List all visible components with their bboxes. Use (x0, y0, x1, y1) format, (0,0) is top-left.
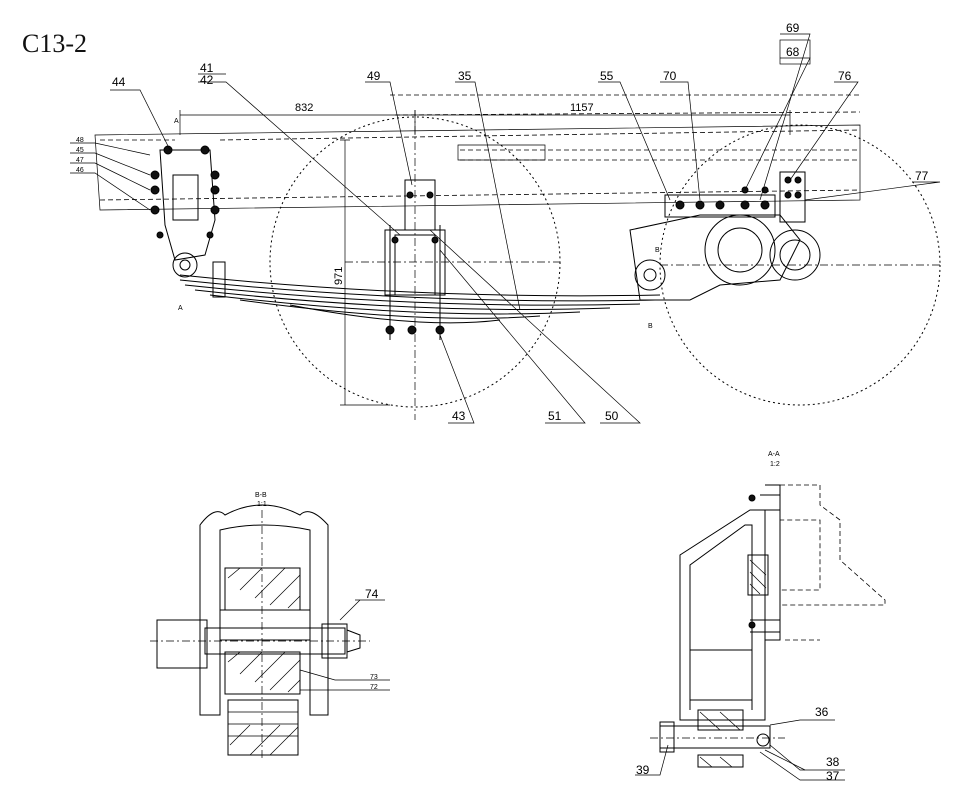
bracket-body (679, 509, 766, 721)
section-mark-a-bottom: A (178, 305, 183, 312)
bushing-upper (224, 567, 301, 611)
front-spring-bracket (150, 145, 220, 278)
drawing-title: C13-2 (22, 29, 87, 58)
callout-69: 69 (786, 21, 800, 35)
callout-51: 51 (548, 409, 562, 423)
callout-41: 41 (200, 61, 214, 75)
dimension-832-label: 832 (295, 102, 313, 114)
frame-rail (94, 94, 861, 211)
dimension-971-label: 971 (333, 267, 345, 285)
callout-76: 76 (838, 69, 852, 83)
section-mark-b-bottom: B (648, 323, 653, 330)
callout-70: 70 (663, 69, 677, 83)
callout-45: 45 (76, 147, 84, 154)
dimension-971: 971 (333, 139, 390, 406)
bracket-bolt-block (747, 554, 769, 596)
callout-38: 38 (826, 755, 840, 769)
section-b-b-view: B-B 1:1 74 73 72 (150, 492, 390, 760)
callout-43: 43 (452, 409, 466, 423)
section-a-a-view: A-A 1:2 36 38 37 39 (635, 451, 886, 783)
leaf-spring (179, 261, 661, 324)
section-mark-a-top: A (174, 118, 179, 125)
callout-68: 68 (786, 45, 800, 59)
callout-44: 44 (112, 75, 126, 89)
callout-35: 35 (458, 69, 472, 83)
section-mark-b-top: B (655, 247, 660, 254)
bolt-head (156, 619, 208, 669)
callout-50: 50 (605, 409, 619, 423)
callout-36: 36 (815, 705, 829, 719)
lower-pin (659, 725, 771, 749)
dimension-1157-label: 1157 (570, 102, 594, 114)
callout-73: 73 (370, 674, 378, 681)
section-a-a-scale: 1:2 (770, 461, 780, 468)
callout-37: 37 (826, 769, 840, 783)
callout-49: 49 (367, 69, 381, 83)
section-a-a-label: A-A (768, 451, 780, 458)
callout-47: 47 (76, 157, 84, 164)
callout-39: 39 (636, 763, 650, 777)
rear-balancer-bracket (629, 171, 821, 301)
callout-72: 72 (370, 684, 378, 691)
bushing-lower (224, 651, 301, 695)
spring-leaf-section (227, 699, 299, 756)
callout-42: 42 (200, 73, 214, 87)
callout-46: 46 (76, 167, 84, 174)
dimension-1157: 1157 (415, 102, 791, 135)
callout-77: 77 (915, 169, 929, 183)
main-side-view: 832 1157 971 A A B B (70, 21, 941, 424)
callout-74: 74 (365, 587, 379, 601)
callout-55: 55 (600, 69, 614, 83)
leader-lines (70, 33, 941, 424)
callout-48: 48 (76, 137, 84, 144)
dimension-832: 832 (179, 102, 416, 135)
section-b-b-label: B-B (255, 492, 267, 499)
